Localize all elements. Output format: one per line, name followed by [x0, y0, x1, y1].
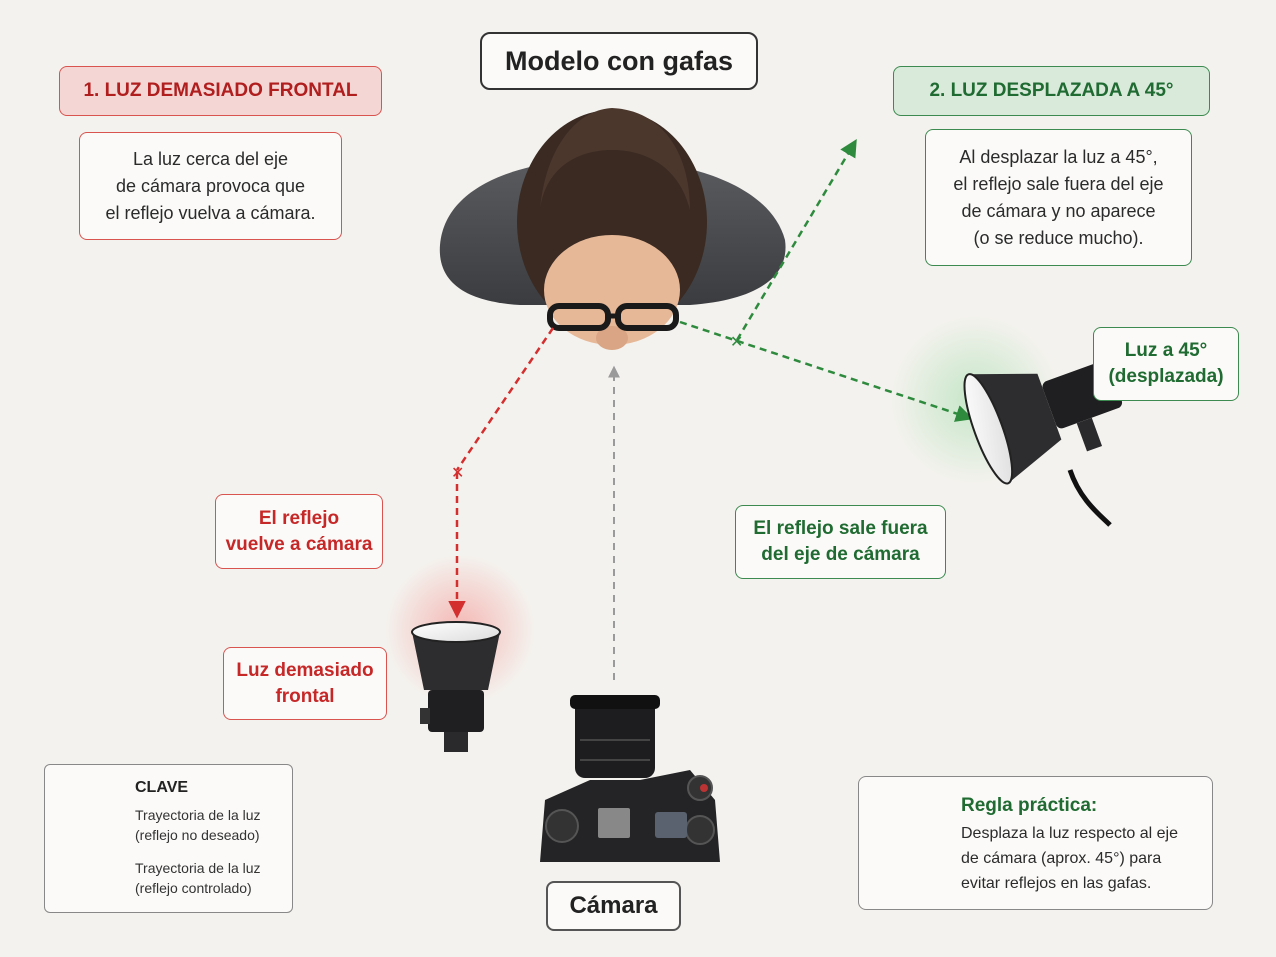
- green-ray-reflected: [735, 138, 857, 341]
- page-title-text: Modelo con gafas: [504, 45, 734, 76]
- offset-light-header: 2. LUZ DESPLAZADA A 45°: [893, 66, 1210, 116]
- reflection-returns-label: El reflejo vuelve a cámara: [215, 494, 383, 569]
- camera-label-text: Cámara: [569, 892, 658, 919]
- label-line: vuelve a cámara: [225, 533, 373, 555]
- label-line: del eje de cámara: [761, 544, 920, 565]
- legend-line: Trayectoria de la luz: [135, 860, 261, 876]
- label-line: El reflejo sale fuera: [753, 518, 928, 539]
- offset-light-description: Al desplazar la luz a 45°, el reflejo sa…: [925, 129, 1192, 266]
- camera-label: Cámara: [546, 881, 681, 931]
- label-line: (desplazada): [1108, 366, 1224, 387]
- desc-line: La luz cerca del eje: [132, 148, 289, 169]
- red-vertex-mark: ✕: [451, 463, 464, 482]
- frontal-light-header-text: 1. LUZ DEMASIADO FRONTAL: [83, 80, 358, 101]
- reflection-exits-label: El reflejo sale fuera del eje de cámara: [735, 505, 946, 579]
- light-cable: [1067, 469, 1112, 527]
- practical-rule-box: Regla práctica: Desplaza la luz respecto…: [858, 776, 1213, 910]
- desc-line: de cámara provoca que: [115, 175, 306, 196]
- offset-light-label: Luz a 45° (desplazada): [1093, 327, 1239, 401]
- rule-line: Desplaza la luz respecto al eje: [961, 825, 1179, 842]
- legend-item-controlled: Trayectoria de la luz (reflejo controlad…: [135, 858, 261, 898]
- desc-line: (o se reduce mucho).: [973, 227, 1144, 248]
- practical-rule-text: Desplaza la luz respecto al eje de cámar…: [961, 821, 1201, 896]
- practical-rule-title: Regla práctica:: [961, 795, 1098, 816]
- model-top-view-icon: [439, 108, 786, 350]
- page-title: Modelo con gafas: [480, 32, 758, 90]
- desc-line: Al desplazar la luz a 45°,: [959, 146, 1158, 167]
- desc-line: el reflejo sale fuera del eje: [953, 173, 1164, 194]
- red-ray-reflected: [455, 327, 555, 471]
- rule-line: evitar reflejos en las gafas.: [961, 875, 1152, 892]
- green-vertex-mark: ✕: [730, 332, 743, 351]
- label-line: El reflejo: [258, 507, 340, 529]
- legend-title: CLAVE: [135, 779, 189, 796]
- legend-item-unwanted: Trayectoria de la luz (reflejo no desead…: [135, 805, 261, 845]
- legend-box: CLAVE Trayectoria de la luz (reflejo no …: [44, 764, 293, 913]
- legend-line: (reflejo controlado): [135, 880, 252, 896]
- offset-light-header-text: 2. LUZ DESPLAZADA A 45°: [929, 80, 1174, 101]
- rule-line: de cámara (aprox. 45°) para: [961, 850, 1162, 867]
- desc-line: de cámara y no aparece: [961, 200, 1156, 221]
- label-line: Luz demasiado: [236, 659, 374, 681]
- legend-line: Trayectoria de la luz: [135, 807, 261, 823]
- desc-line: el reflejo vuelva a cámara.: [105, 202, 316, 223]
- green-ray-incident: [679, 320, 974, 422]
- frontal-light-header: 1. LUZ DEMASIADO FRONTAL: [59, 66, 382, 116]
- frontal-light-label: Luz demasiado frontal: [223, 647, 387, 720]
- frontal-light-icon: [411, 621, 501, 752]
- legend-line: (reflejo no deseado): [135, 827, 260, 843]
- camera-top-view-icon: [540, 695, 720, 862]
- label-line: frontal: [275, 685, 335, 707]
- label-line: Luz a 45°: [1124, 340, 1208, 361]
- frontal-light-description: La luz cerca del eje de cámara provoca q…: [79, 132, 342, 240]
